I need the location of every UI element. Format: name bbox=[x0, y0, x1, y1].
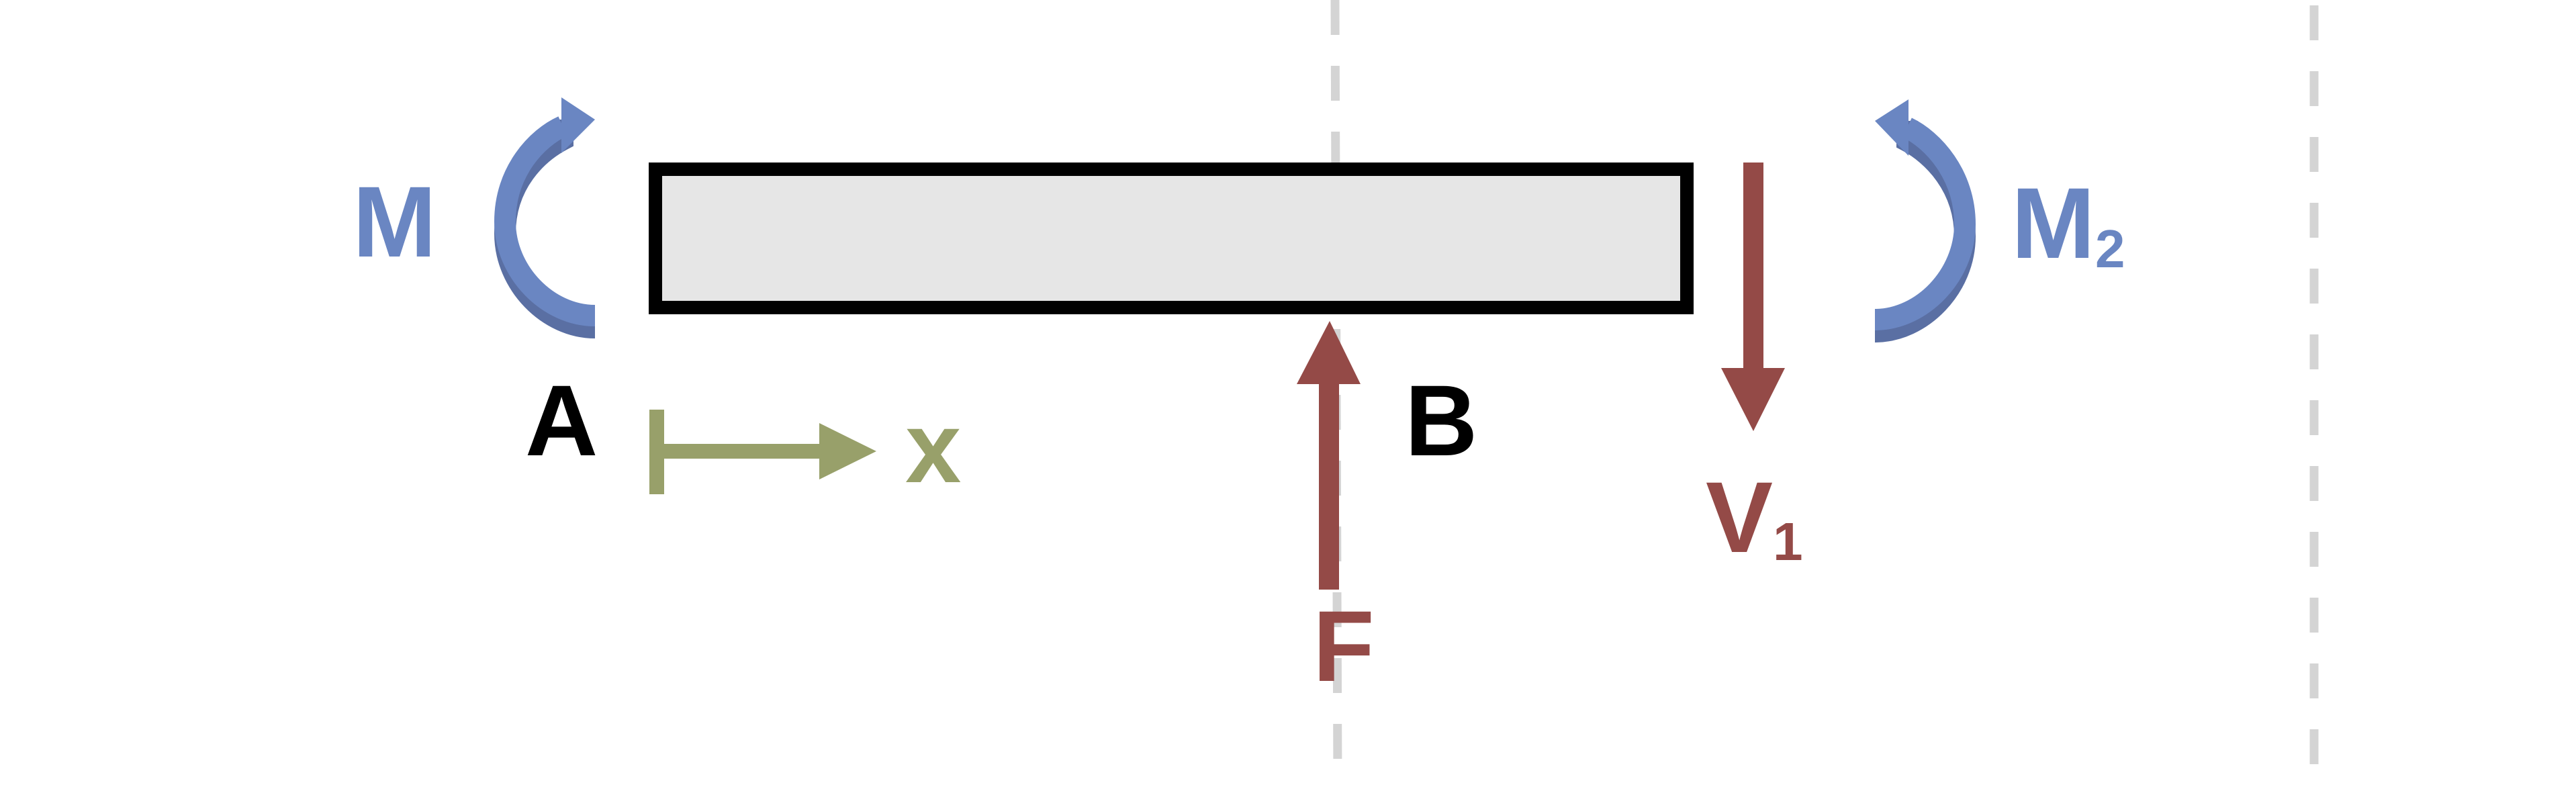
label-force-f: F bbox=[1313, 590, 1375, 702]
label-moment-right-sub: 2 bbox=[2095, 219, 2125, 279]
label-shear-v-main: V bbox=[1706, 461, 1773, 573]
axis-x-arrow-icon bbox=[649, 410, 876, 494]
shear-v-arrow-icon bbox=[1721, 163, 1785, 431]
label-point-b: B bbox=[1405, 364, 1477, 477]
label-shear-v-sub: 1 bbox=[1773, 512, 1803, 571]
label-shear-v: V1 bbox=[1706, 461, 1803, 573]
label-point-a: A bbox=[525, 364, 598, 477]
moment-left-icon bbox=[494, 97, 596, 338]
label-moment-left: M bbox=[353, 165, 436, 278]
label-axis-x: x bbox=[905, 391, 961, 504]
moment-right-icon bbox=[1874, 99, 1976, 342]
beam bbox=[649, 163, 1694, 314]
label-moment-right: M2 bbox=[2011, 167, 2125, 279]
label-moment-right-main: M bbox=[2011, 167, 2095, 279]
force-f-arrow-icon bbox=[1297, 321, 1361, 590]
